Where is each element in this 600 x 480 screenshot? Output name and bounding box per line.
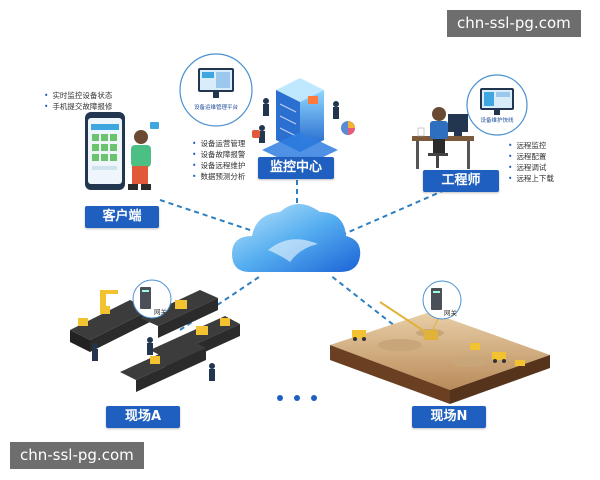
center-bubble: [179, 53, 253, 127]
center-bubble-label: 设备运维管理平台: [193, 105, 238, 111]
more-sites-dots: [277, 395, 317, 401]
watermark-bottom: chn-ssl-pg.com: [10, 442, 144, 469]
center-feature-item: 设备故障报警: [192, 149, 245, 160]
center-feature-item: 数据预测分析: [192, 171, 245, 182]
client-feature-item: 实时监控设备状态: [44, 90, 112, 101]
site-n-gateway-label: 网关: [444, 309, 457, 317]
center-feature-item: 设备运营管理: [192, 138, 245, 149]
center-label: 监控中心: [258, 157, 334, 179]
center-feature-item: 设备远程维护: [192, 160, 245, 171]
engineer-bubble-label: 设备维护快线: [480, 118, 514, 124]
engineer-label: 工程师: [423, 170, 499, 192]
site-a-gateway-label: 网关: [154, 308, 167, 316]
watermark-top: chn-ssl-pg.com: [447, 10, 581, 37]
client-illustration: [85, 112, 159, 190]
site-a-illustration: [70, 279, 240, 392]
engineer-feature-item: 远程上下载: [508, 173, 554, 184]
link-site-n: [329, 274, 401, 331]
link-site-a: [179, 274, 263, 331]
site-a-label: 现场A: [106, 406, 180, 428]
client-feature-item: 手机提交故障报修: [44, 101, 112, 112]
client-feature-list: 实时监控设备状态 手机提交故障报修: [44, 90, 112, 112]
engineer-feature-item: 远程调试: [508, 162, 554, 173]
engineer-bubble: [466, 74, 528, 136]
engineer-feature-item: 远程监控: [508, 140, 554, 151]
site-n-illustration: [330, 280, 550, 404]
engineer-feature-item: 远程配置: [508, 151, 554, 162]
client-label: 客户端: [85, 206, 159, 228]
engineer-illustration: [412, 107, 474, 169]
center-tower: [252, 78, 355, 168]
link-engineer: [334, 189, 446, 239]
cloud-icon: [232, 204, 361, 272]
center-feature-list: 设备运营管理 设备故障报警 设备远程维护 数据预测分析: [192, 138, 245, 182]
engineer-feature-list: 远程监控 远程配置 远程调试 远程上下载: [508, 140, 554, 184]
site-n-label: 现场N: [412, 406, 486, 428]
link-client: [159, 199, 266, 236]
